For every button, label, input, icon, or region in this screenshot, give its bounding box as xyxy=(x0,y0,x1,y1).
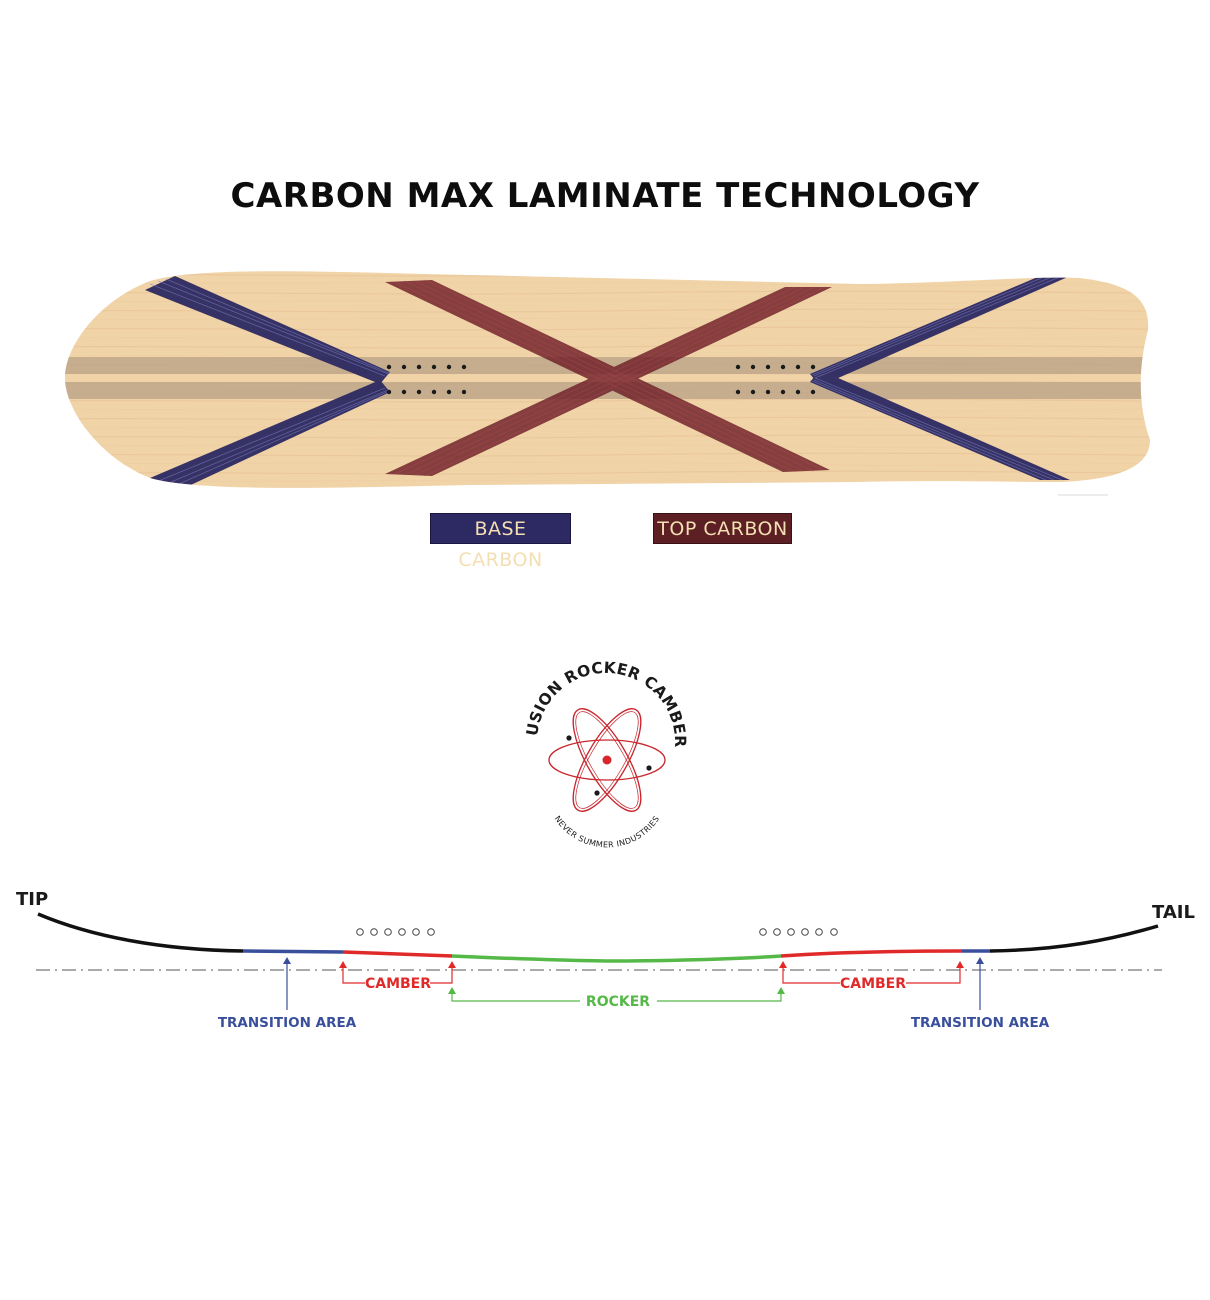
camber-bracket-tip xyxy=(339,961,456,984)
camber-bracket-tail xyxy=(779,961,964,984)
transition-label-tail: TRANSITION AREA xyxy=(911,1015,1050,1031)
transition-arrow-tip xyxy=(283,957,291,1010)
rocker-label: ROCKER xyxy=(586,994,650,1010)
camber-segment-tail xyxy=(780,949,963,958)
profile-diagram: TIP TAIL CAMBER CAMBER ROCKER TRANSITION… xyxy=(16,889,1195,1031)
rocker-segment xyxy=(451,954,782,963)
top-carbon-stripes xyxy=(385,280,832,476)
tail-curve xyxy=(989,924,1159,953)
atom-icon xyxy=(548,708,666,812)
snowboard xyxy=(65,271,1150,496)
transition-segment-tip xyxy=(242,949,344,954)
camber-label-tip: CAMBER xyxy=(365,976,431,992)
svg-text:NEVER SUMMER INDUSTRIES: NEVER SUMMER INDUSTRIES xyxy=(553,814,662,849)
legend-base-carbon: BASE CARBON xyxy=(430,513,571,571)
insert-markers-front xyxy=(356,928,435,936)
tail-label: TAIL xyxy=(1152,902,1195,923)
camber-label-tail: CAMBER xyxy=(840,976,906,992)
tip-label: TIP xyxy=(16,889,48,910)
camber-segment-tip xyxy=(342,950,453,958)
insert-holes-front xyxy=(386,364,467,395)
transition-arrow-tail xyxy=(976,957,984,1010)
insert-holes-rear xyxy=(735,364,816,395)
insert-markers-rear xyxy=(759,928,838,936)
page-title: CARBON MAX LAMINATE TECHNOLOGY xyxy=(230,176,980,216)
tip-curve xyxy=(37,912,244,953)
rocker-bracket xyxy=(448,987,785,1002)
transition-label-tip: TRANSITION AREA xyxy=(218,1015,357,1031)
logo-bottom-text: NEVER SUMMER INDUSTRIES xyxy=(553,814,661,849)
legend-top-carbon: TOP CARBON xyxy=(653,513,792,544)
